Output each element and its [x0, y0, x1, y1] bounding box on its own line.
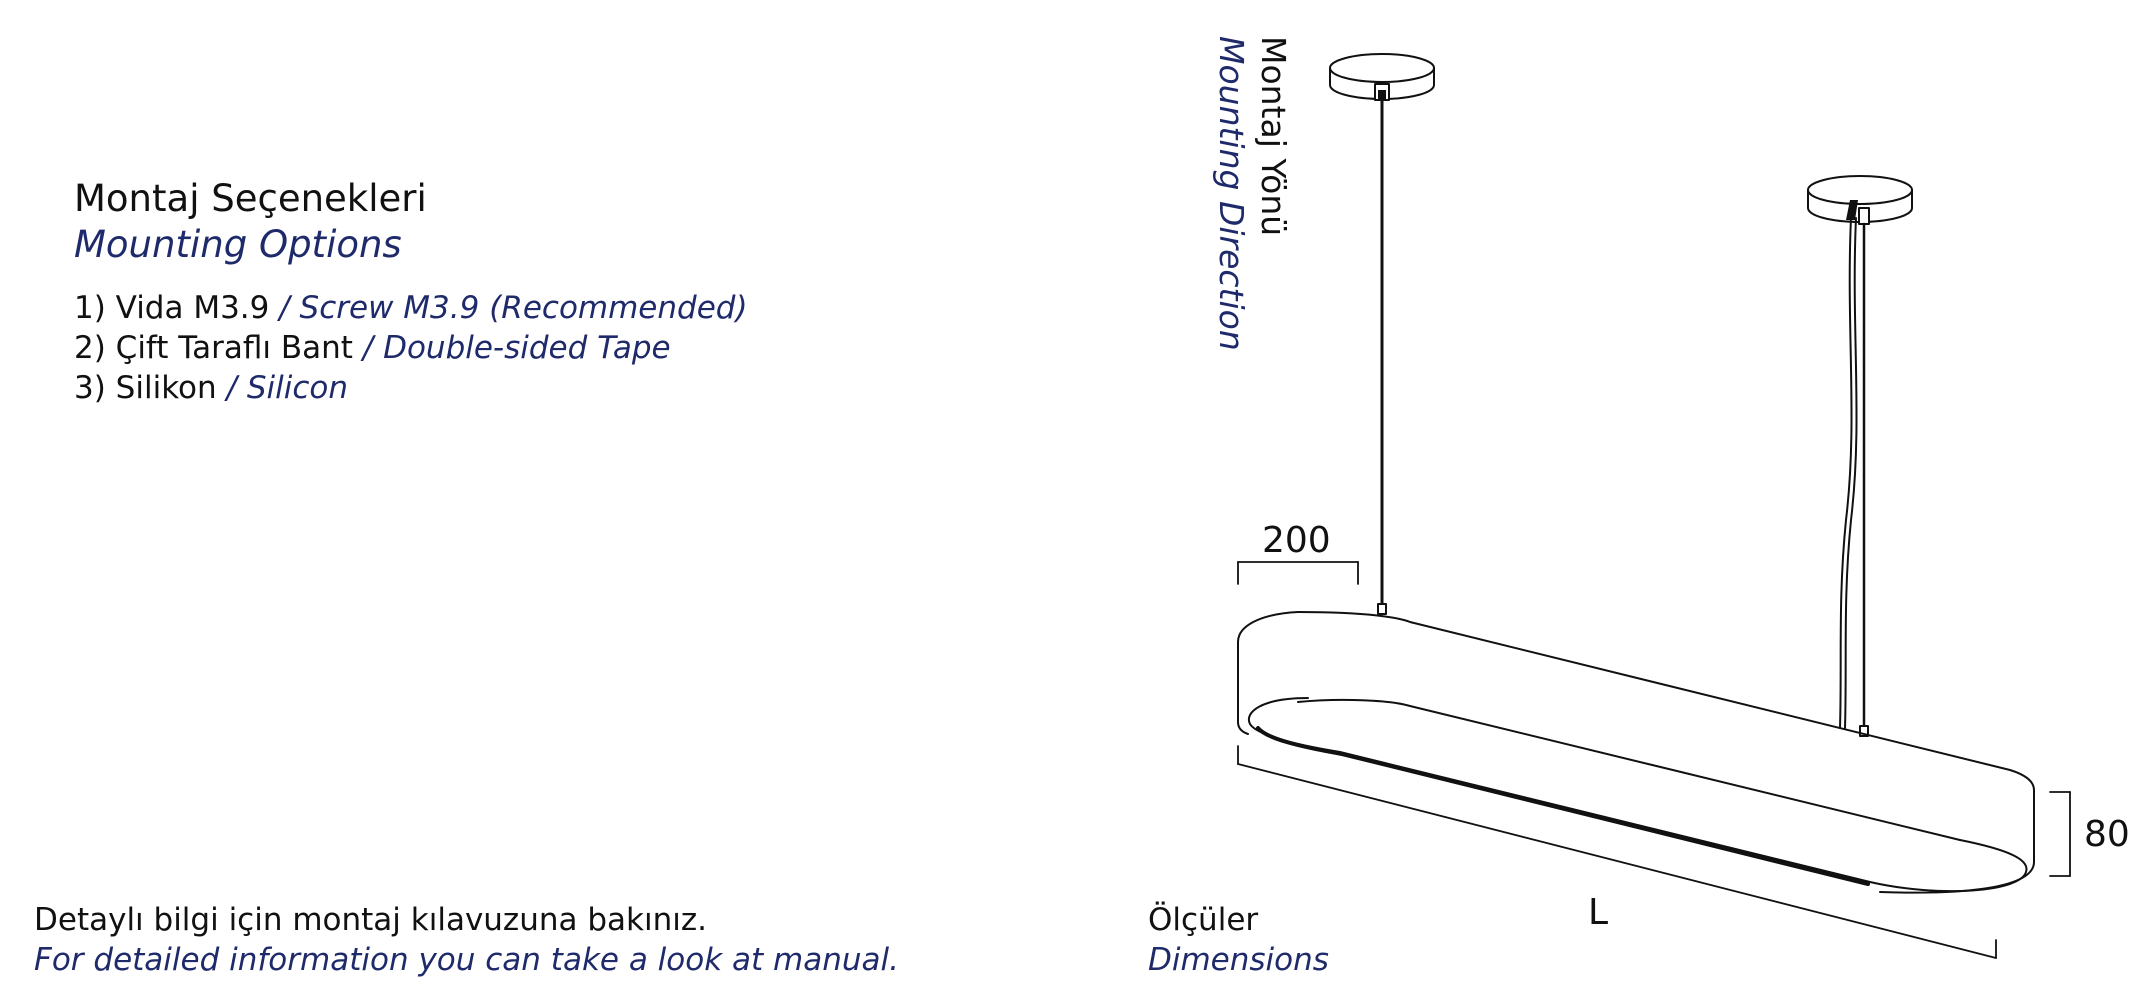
manual-note-tr: Detaylı bilgi için montaj kılavuzuna bak… [34, 902, 707, 938]
luminaire-body [1237, 611, 2035, 894]
option-label-en: / Double-sided Tape [362, 330, 671, 366]
option-label-tr: 3) Silikon [74, 370, 217, 406]
dimensions-label-tr: Ölçüler [1148, 902, 1259, 938]
mounting-options-list: 1) Vida M3.9 / Screw M3.9 (Recommended) … [74, 288, 748, 408]
mounting-direction-tr: Montaj Yönü [1254, 36, 1293, 236]
length-dimension-bracket [1237, 745, 1997, 959]
left-ceiling-canopy [1329, 53, 1435, 101]
right-ceiling-canopy [1807, 175, 1913, 225]
mounting-option-silicon: 3) Silikon / Silicon [74, 368, 748, 408]
option-label-en: / Silicon [226, 370, 348, 406]
length-dimension-value: L [1588, 892, 1608, 933]
width-dimension-value: 200 [1262, 520, 1331, 561]
dimensions-label-en: Dimensions [1148, 942, 1329, 978]
width-dimension-bracket [1237, 561, 1359, 585]
power-cable [1839, 217, 1853, 729]
mounting-option-screw: 1) Vida M3.9 / Screw M3.9 (Recommended) [74, 288, 748, 328]
manual-note: Detaylı bilgi için montaj kılavuzuna bak… [34, 900, 899, 980]
mounting-options-section: Montaj Seçenekleri Mounting Options 1) V… [74, 176, 748, 408]
mounting-options-title-en: Mounting Options [74, 223, 402, 266]
height-dimension-value: 80 [2084, 814, 2130, 855]
option-label-tr: 1) Vida M3.9 [74, 290, 270, 326]
manual-note-en: For detailed information you can take a … [34, 942, 899, 978]
mounting-option-tape: 2) Çift Taraflı Bant / Double-sided Tape [74, 328, 748, 368]
option-label-tr: 2) Çift Taraflı Bant [74, 330, 353, 366]
mounting-direction-en: Mounting Direction [1212, 36, 1251, 351]
dimensions-label: Ölçüler Dimensions [1148, 900, 1329, 980]
height-dimension-bracket [2049, 791, 2071, 877]
option-label-en: / Screw M3.9 (Recommended) [279, 290, 748, 326]
mounting-options-title-tr: Montaj Seçenekleri [74, 177, 427, 220]
